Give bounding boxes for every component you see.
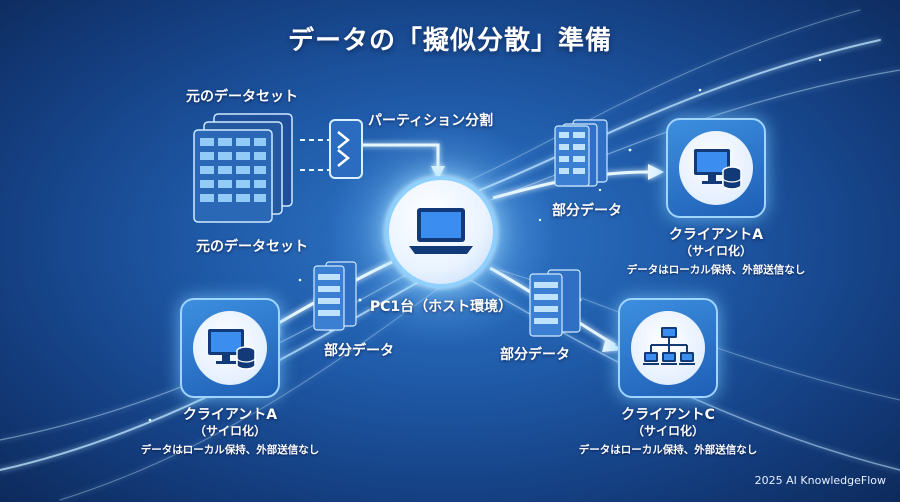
laptop-icon: [409, 208, 473, 254]
client-bottom-right-note: データはローカル保持、外部送信なし: [578, 444, 758, 456]
client-top-right-name: クライアントA: [668, 227, 764, 243]
client-top-right-subtitle: （サイロ化）: [679, 244, 752, 258]
dataset-label-top: 元のデータセット: [186, 89, 298, 105]
client-left-note: データはローカル保持、外部送信なし: [140, 444, 320, 456]
partial-data-stack-icon: [313, 261, 357, 331]
page-title: データの「擬似分散」準備: [287, 26, 612, 56]
partial-data-stack-icon: [554, 119, 608, 187]
client-left-subtitle: （サイロ化）: [193, 424, 266, 438]
arrowhead-down-host: [431, 166, 445, 180]
partial-data-label-top: 部分データ: [552, 203, 622, 219]
arrowhead-right-client-bottom: [602, 338, 622, 352]
client-bottom-right-box: [618, 298, 718, 398]
arrowhead-right-client-top: [648, 164, 664, 180]
partial-data-label-right: 部分データ: [500, 347, 570, 363]
footer-credit: 2025 AI KnowledgeFlow: [754, 474, 886, 487]
partial-data-stack-icon: [529, 269, 581, 337]
client-top-right-box: [666, 118, 766, 218]
client-bottom-right-name: クライアントC: [621, 407, 715, 423]
client-top-right-note: データはローカル保持、外部送信なし: [626, 264, 806, 276]
dataset-stack-icon: [193, 113, 293, 223]
partial-data-label-left: 部分データ: [324, 343, 394, 359]
monitor-database-icon: [694, 149, 742, 190]
partition-funnel-icon: [329, 119, 363, 179]
host-label: PC1台（ホスト環境）: [369, 299, 513, 315]
partition-to-host-connector: [360, 143, 440, 168]
client-left-name: クライアントA: [182, 407, 278, 423]
client-bottom-right-subtitle: （サイロ化）: [631, 424, 704, 438]
dataset-label-bottom: 元のデータセット: [196, 239, 308, 255]
monitor-database-icon: [208, 329, 256, 370]
network-hierarchy-icon: [643, 327, 695, 365]
client-left-box: [180, 298, 280, 398]
host-pc-node: [385, 176, 497, 288]
partition-label: パーティション分割: [368, 113, 494, 129]
